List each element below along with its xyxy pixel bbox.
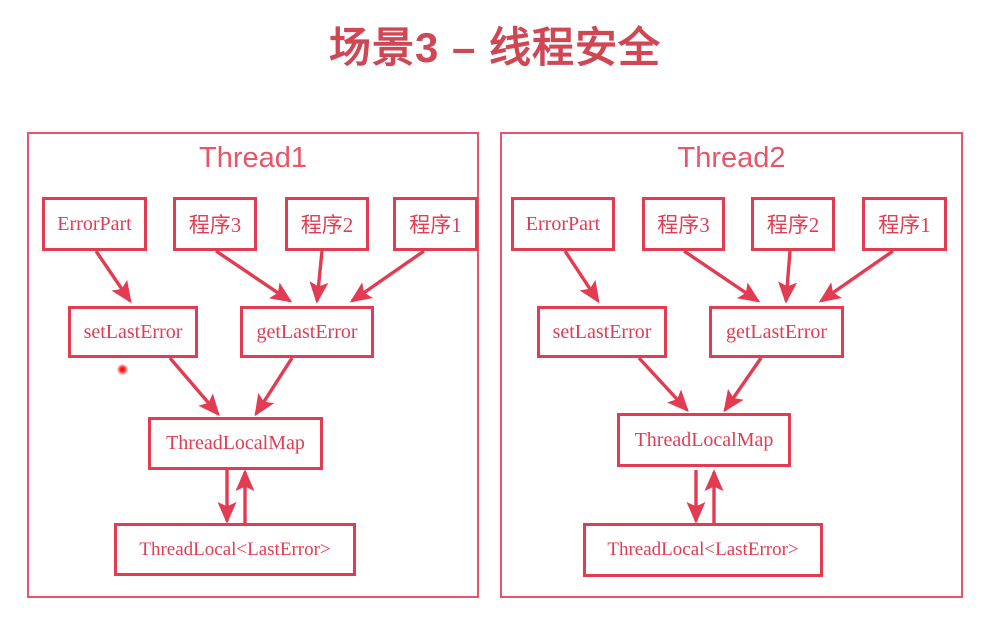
node-thread2-program2[interactable]: 程序2 bbox=[751, 197, 835, 251]
node-thread2-thread-local-map[interactable]: ThreadLocalMap bbox=[617, 413, 791, 467]
node-thread1-thread-local[interactable]: ThreadLocal<LastError> bbox=[114, 523, 356, 576]
node-thread1-thread-local-map[interactable]: ThreadLocalMap bbox=[148, 417, 323, 470]
node-thread2-get-last-error[interactable]: getLastError bbox=[709, 306, 844, 358]
node-thread1-program1[interactable]: 程序1 bbox=[393, 197, 478, 251]
node-thread2-set-last-error[interactable]: setLastError bbox=[537, 306, 667, 358]
node-thread1-get-last-error[interactable]: getLastError bbox=[240, 306, 374, 358]
node-thread1-program3[interactable]: 程序3 bbox=[173, 197, 257, 251]
node-thread1-error-part[interactable]: ErrorPart bbox=[42, 197, 147, 251]
page-title: 场景3 – 线程安全 bbox=[328, 24, 662, 71]
laser-pointer-dot bbox=[117, 364, 128, 375]
node-thread2-program3[interactable]: 程序3 bbox=[642, 197, 725, 251]
node-thread2-error-part[interactable]: ErrorPart bbox=[511, 197, 615, 251]
panel-title-thread1: Thread1 bbox=[198, 142, 307, 174]
node-thread2-program1[interactable]: 程序1 bbox=[862, 197, 947, 251]
node-thread2-thread-local[interactable]: ThreadLocal<LastError> bbox=[583, 523, 823, 577]
panel-title-thread2: Thread2 bbox=[677, 142, 786, 174]
node-thread1-program2[interactable]: 程序2 bbox=[285, 197, 369, 251]
node-thread1-set-last-error[interactable]: setLastError bbox=[68, 306, 198, 358]
